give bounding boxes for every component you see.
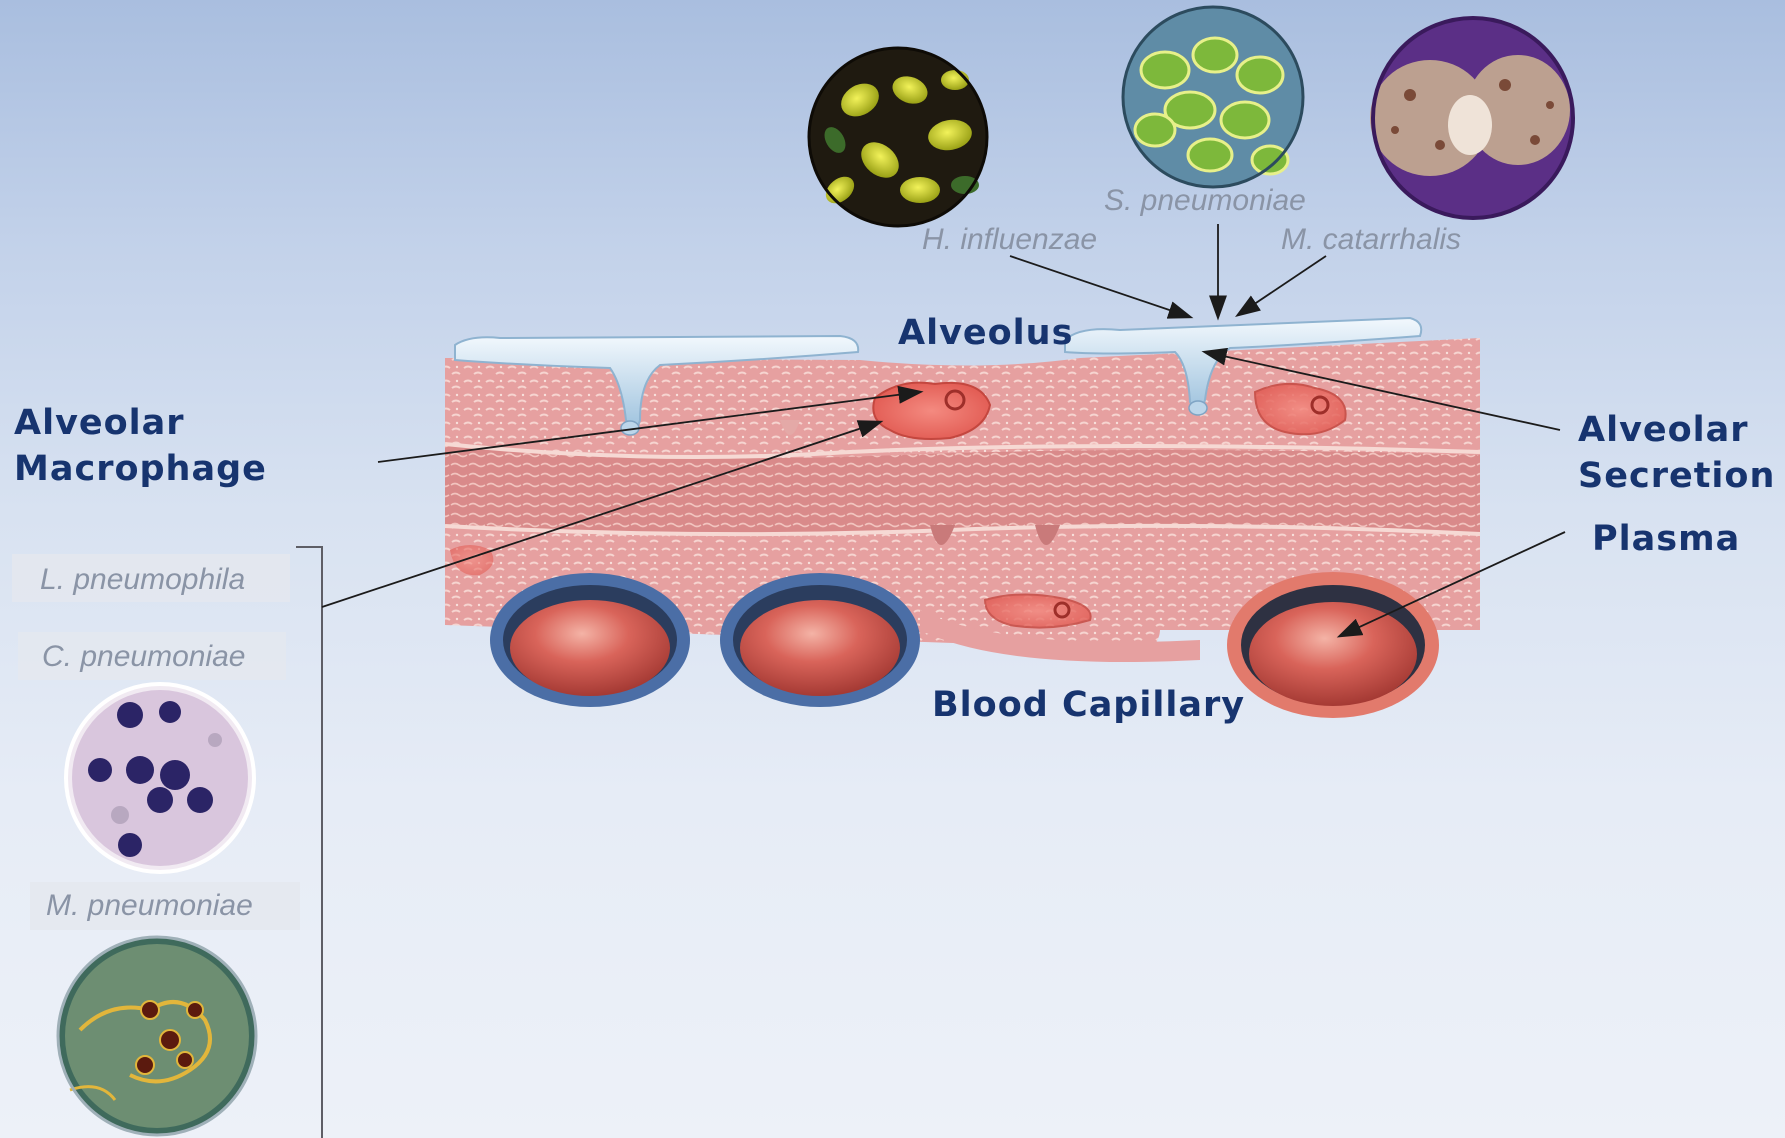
label-alveolus: Alveolus bbox=[898, 310, 1073, 356]
label-alveolar-secretion-line1: Alveolar bbox=[1578, 407, 1775, 453]
label-s-pneumoniae: S. pneumoniae bbox=[1104, 183, 1306, 219]
label-plasma: Plasma bbox=[1592, 516, 1740, 562]
m-pneumoniae-micrograph bbox=[58, 937, 256, 1135]
label-blood-capillary: Blood Capillary bbox=[932, 682, 1245, 728]
capillary bbox=[720, 573, 920, 707]
label-m-pneumoniae: M. pneumoniae bbox=[46, 888, 253, 924]
label-m-catarrhalis: M. catarrhalis bbox=[1281, 222, 1461, 258]
capillary bbox=[490, 573, 690, 707]
label-alveolar-secretion-line2: Secretion bbox=[1578, 453, 1775, 499]
label-alveolar-macrophage: Alveolar Macrophage bbox=[14, 400, 267, 492]
h-influenzae-micrograph bbox=[809, 48, 987, 226]
label-c-pneumoniae: C. pneumoniae bbox=[42, 639, 245, 675]
capillary bbox=[1227, 572, 1439, 718]
label-h-influenzae: H. influenzae bbox=[922, 222, 1097, 258]
label-l-pneumophila: L. pneumophila bbox=[40, 562, 245, 598]
label-alveolar-macrophage-line1: Alveolar bbox=[14, 400, 267, 446]
m-catarrhalis-micrograph bbox=[1370, 18, 1573, 218]
pathogen-bracket bbox=[296, 547, 322, 1138]
s-pneumoniae-micrograph bbox=[1123, 7, 1303, 187]
c-pneumoniae-micrograph bbox=[66, 684, 254, 872]
label-alveolar-secretion: Alveolar Secretion bbox=[1578, 407, 1775, 499]
label-alveolar-macrophage-line2: Macrophage bbox=[14, 446, 267, 492]
